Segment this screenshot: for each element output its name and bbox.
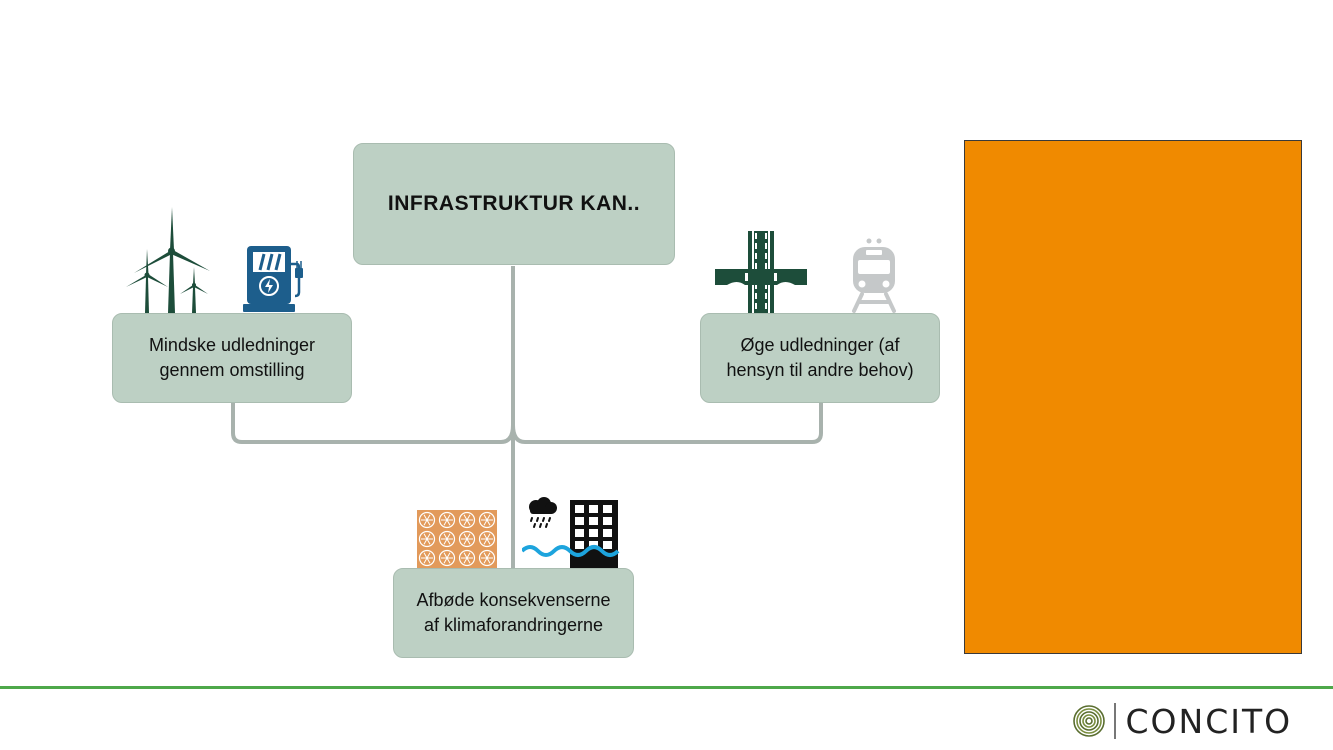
infrastructure-title-box: INFRASTRUKTUR KAN.. [353, 143, 675, 265]
cloudburst-building-icon [522, 497, 620, 568]
footer-rule [0, 686, 1333, 689]
increase-emissions-box: Øge udledninger (af hensyn til andre beh… [700, 313, 940, 403]
train-icon [852, 238, 896, 313]
connector-right [511, 403, 823, 444]
infrastructure-title: INFRASTRUKTUR KAN.. [387, 192, 641, 215]
reduce-emissions-line1: Mindske udledninger [148, 335, 316, 355]
mitigate-consequences-box: Afbøde konsekvenserne af klimaforandring… [393, 568, 634, 658]
logo-text: CONCITO [1125, 701, 1293, 741]
logo-divider [1114, 703, 1116, 739]
reduce-emissions-line2: gennem omstilling [159, 360, 305, 380]
increase-emissions-line1: Øge udledninger (af [740, 335, 900, 355]
mitigate-consequences-line1: Afbøde konsekvenserne [416, 590, 611, 610]
increase-emissions-line2: hensyn til andre behov) [726, 360, 914, 380]
concito-logo: CONCITO [1072, 700, 1292, 742]
cooling-fans-icon [417, 510, 497, 568]
fingerprint-icon [1073, 705, 1105, 737]
highway-bridge-icon [715, 231, 807, 313]
mitigate-consequences-line2: af klimaforandringerne [423, 615, 604, 635]
ev-charger-icon [243, 246, 303, 312]
wind-turbines-icon [126, 207, 210, 313]
connector-left [231, 403, 515, 444]
reduce-emissions-box: Mindske udledninger gennem omstilling [112, 313, 352, 403]
orange-panel [964, 140, 1302, 654]
